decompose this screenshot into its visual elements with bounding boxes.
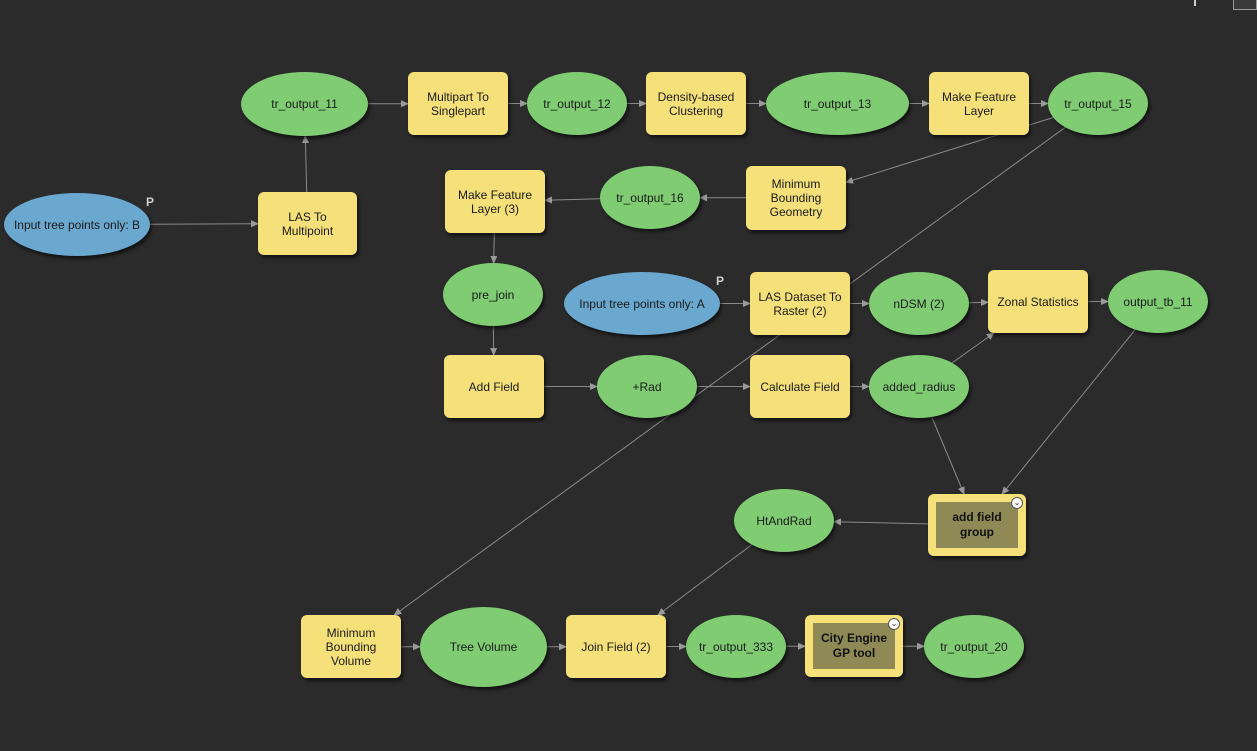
pre-join-node[interactable]: pre_join [443, 263, 543, 326]
connector-add_field_group-to-htandrad[interactable] [833, 518, 929, 526]
connector-tr_output_15-to-minimum_bounding_volume[interactable] [393, 126, 1066, 616]
node-label: tr_output_15 [1064, 96, 1132, 111]
node-label: tr_output_16 [616, 190, 684, 205]
tr-output-333-node[interactable]: tr_output_333 [686, 615, 786, 678]
connector-added_radius-to-add_field_group[interactable] [931, 416, 965, 495]
window-corner-control[interactable] [1233, 0, 1257, 10]
node-label: Tree Volume [449, 640, 518, 654]
connector-input_b-to-las_to_multipoint[interactable] [149, 220, 259, 228]
minimum-bounding-geometry-tool[interactable]: Minimum Bounding Geometry [746, 166, 846, 230]
make-feature-layer-3-tool[interactable]: Make Feature Layer (3) [445, 170, 545, 233]
connector-tr_output_16-to-make_feature_layer_3[interactable] [544, 196, 601, 204]
node-label: Calculate Field [760, 379, 840, 394]
multipart-to-singlepart-tool[interactable]: Multipart To Singlepart [408, 72, 508, 135]
node-label: tr_output_333 [698, 639, 774, 654]
node-label: Make Feature Layer [941, 89, 1017, 118]
tr-output-13-node[interactable]: tr_output_13 [766, 72, 909, 135]
node-label: nDSM (2) [893, 296, 945, 311]
density-based-clustering-tool[interactable]: Density-based Clustering [646, 72, 746, 135]
node-label: +Rad [632, 379, 662, 394]
added-radius-node[interactable]: added_radius [869, 355, 969, 418]
connector-added_radius-to-zonal_statistics[interactable] [951, 332, 995, 364]
node-label: Join Field (2) [581, 639, 651, 654]
city-engine-gp-tool-node[interactable]: City Engine GP tool ⌄ [805, 615, 903, 677]
output-tb-11-node[interactable]: output_tb_11 [1108, 270, 1208, 333]
tr-output-16-node[interactable]: tr_output_16 [600, 166, 700, 229]
tr-output-20-node[interactable]: tr_output_20 [924, 615, 1024, 678]
calculate-field-tool[interactable]: Calculate Field [750, 355, 850, 418]
plus-rad-node[interactable]: +Rad [597, 355, 697, 418]
node-label: added_radius [882, 379, 956, 394]
node-label: Make Feature Layer (3) [457, 187, 533, 216]
node-label: Zonal Statistics [997, 294, 1079, 309]
node-label: LAS To Multipoint [281, 209, 334, 238]
node-label: tr_output_20 [940, 639, 1008, 654]
zonal-statistics-tool[interactable]: Zonal Statistics [988, 270, 1088, 333]
node-label: output_tb_11 [1123, 294, 1193, 309]
node-label: Minimum Bounding Volume [325, 625, 377, 668]
htandrad-node[interactable]: HtAndRad [734, 489, 834, 552]
connector-make_feature_layer_3-to-pre_join[interactable] [490, 232, 498, 264]
parameter-marker: P [716, 274, 725, 288]
add-field-tool[interactable]: Add Field [444, 355, 544, 418]
parameter-marker: P [146, 195, 155, 209]
las-dataset-to-raster-tool[interactable]: LAS Dataset To Raster (2) [750, 272, 850, 335]
node-label: LAS Dataset To Raster (2) [758, 289, 842, 318]
las-to-multipoint-tool[interactable]: LAS To Multipoint [258, 192, 357, 255]
input-tree-points-a-node[interactable]: Input tree points only: A [564, 272, 720, 335]
ndsm-2-node[interactable]: nDSM (2) [869, 272, 969, 335]
add-field-group-node[interactable]: add field group ⌄ [928, 494, 1026, 556]
node-label: City Engine GP tool [820, 631, 887, 660]
tree-volume-node[interactable]: Tree Volume [420, 607, 547, 687]
join-field-2-tool[interactable]: Join Field (2) [566, 615, 666, 678]
node-label: Multipart To Singlepart [427, 89, 489, 118]
node-label: tr_output_13 [803, 96, 872, 111]
node-label: Input tree points only: B [13, 217, 141, 232]
window-edge-tick [1194, 0, 1196, 6]
node-label: Add Field [468, 379, 520, 394]
tr-output-12-node[interactable]: tr_output_12 [527, 72, 627, 135]
node-label: add field group [952, 510, 1002, 539]
tr-output-11-node[interactable]: tr_output_11 [241, 72, 368, 136]
connector-output_tb_11-to-add_field_group[interactable] [1001, 329, 1136, 495]
node-label: tr_output_12 [543, 96, 611, 111]
input-tree-points-b-node[interactable]: Input tree points only: B [4, 193, 150, 256]
tr-output-15-node[interactable]: tr_output_15 [1048, 72, 1148, 135]
connector-htandrad-to-join_field_2[interactable] [657, 544, 753, 616]
expand-group-icon[interactable]: ⌄ [888, 618, 900, 630]
node-label: pre_join [471, 287, 515, 302]
node-label: Minimum Bounding Geometry [769, 177, 823, 219]
node-label: HtAndRad [756, 513, 812, 528]
make-feature-layer-tool[interactable]: Make Feature Layer [929, 72, 1029, 135]
node-label: Density-based Clustering [657, 89, 735, 118]
node-label: Input tree points only: A [579, 296, 705, 311]
expand-group-icon[interactable]: ⌄ [1011, 497, 1023, 509]
connector-las_to_multipoint-to-tr_output_11[interactable] [301, 135, 309, 193]
node-label: tr_output_11 [271, 97, 338, 111]
minimum-bounding-volume-tool[interactable]: Minimum Bounding Volume [301, 615, 401, 678]
